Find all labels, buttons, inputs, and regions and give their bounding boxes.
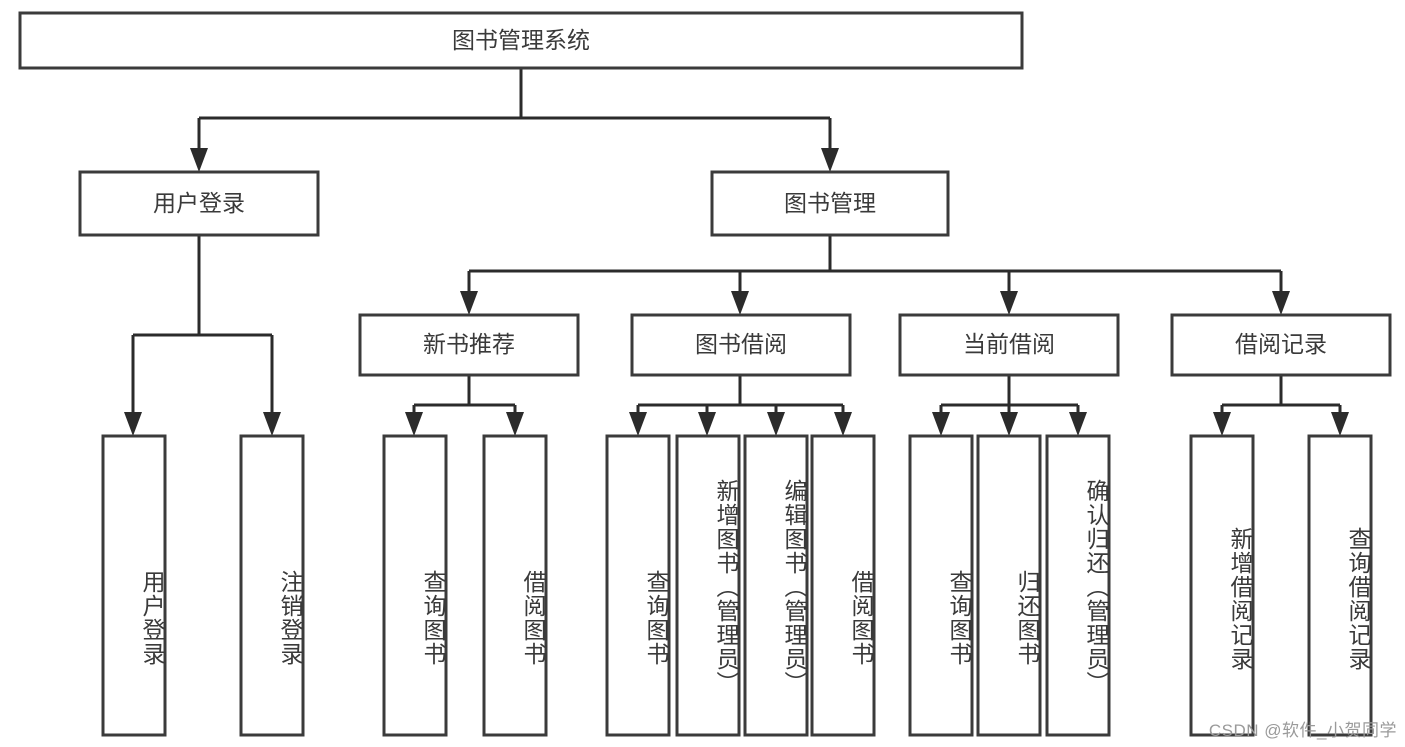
arrow-root-to-book-mgmt — [821, 148, 839, 172]
node-book-management-label: 图书管理 — [784, 190, 876, 216]
connectors-borrow-records-to-leaves — [1213, 375, 1349, 436]
connectors-book-borrow-to-leaves — [629, 375, 852, 436]
arrow-root-to-user-login — [190, 148, 208, 172]
connectors-book-mgmt-to-level2 — [460, 235, 1290, 315]
node-borrow-records-label: 借阅记录 — [1235, 331, 1327, 357]
node-current-borrow-label: 当前借阅 — [963, 331, 1055, 357]
arrow-current-borrow-leaf-2 — [1069, 412, 1087, 436]
arrow-user-login-leaf-1 — [263, 412, 281, 436]
arrow-user-login-leaf-0 — [124, 412, 142, 436]
arrow-book-borrow-leaf-1 — [698, 412, 716, 436]
leaf-box-user-login-1[interactable] — [239, 434, 305, 737]
arrow-book-borrow-leaf-2 — [767, 412, 785, 436]
leaf-box-current-borrow-2[interactable] — [1045, 434, 1111, 737]
connectors-current-borrow-to-leaves — [932, 375, 1087, 436]
node-root-system[interactable] — [18, 11, 1024, 70]
arrow-current-borrow-leaf-1 — [1000, 412, 1018, 436]
arrow-book-borrow-leaf-0 — [629, 412, 647, 436]
arrow-book-mgmt-child-0 — [460, 291, 478, 315]
arrow-book-borrow-leaf-3 — [834, 412, 852, 436]
node-root-system-label: 图书管理系统 — [452, 27, 590, 53]
leaf-box-book-borrow-2[interactable] — [743, 434, 809, 737]
connectors-new-book-to-leaves — [405, 375, 524, 436]
connectors-user-login-to-leaves — [124, 235, 281, 436]
arrow-borrow-records-leaf-1 — [1331, 412, 1349, 436]
leaf-box-current-borrow-1[interactable] — [976, 434, 1042, 737]
connectors-root-to-level1 — [190, 68, 839, 172]
node-new-book-recommend[interactable] — [358, 313, 580, 377]
arrow-new-book-leaf-0 — [405, 412, 423, 436]
arrow-borrow-records-leaf-0 — [1213, 412, 1231, 436]
leaf-box-borrow-records-0[interactable] — [1189, 434, 1255, 737]
leaf-box-book-borrow-0[interactable] — [605, 434, 671, 737]
arrow-book-mgmt-child-1 — [731, 291, 749, 315]
arrow-current-borrow-leaf-0 — [932, 412, 950, 436]
node-current-borrow[interactable] — [898, 313, 1120, 377]
arrow-book-mgmt-child-3 — [1272, 291, 1290, 315]
leaf-box-new-book-1[interactable] — [482, 434, 548, 737]
node-book-borrow[interactable] — [630, 313, 852, 377]
node-new-book-recommend-label: 新书推荐 — [423, 331, 515, 357]
leaf-box-new-book-0[interactable] — [382, 434, 448, 737]
arrow-new-book-leaf-1 — [506, 412, 524, 436]
csdn-watermark: CSDN @软件_小贺同学 — [1208, 721, 1397, 740]
node-user-login-label: 用户登录 — [153, 190, 245, 216]
leaf-box-book-borrow-3[interactable] — [810, 434, 876, 737]
node-book-management[interactable] — [710, 170, 950, 237]
node-user-login[interactable] — [78, 170, 320, 237]
node-borrow-records[interactable] — [1170, 313, 1392, 377]
arrow-book-mgmt-child-2 — [1000, 291, 1018, 315]
leaf-box-borrow-records-1[interactable] — [1307, 434, 1373, 737]
leaf-box-book-borrow-1[interactable] — [675, 434, 741, 737]
leaf-box-user-login-0[interactable] — [101, 434, 167, 737]
leaf-box-current-borrow-0[interactable] — [908, 434, 974, 737]
node-book-borrow-label: 图书借阅 — [695, 331, 787, 357]
